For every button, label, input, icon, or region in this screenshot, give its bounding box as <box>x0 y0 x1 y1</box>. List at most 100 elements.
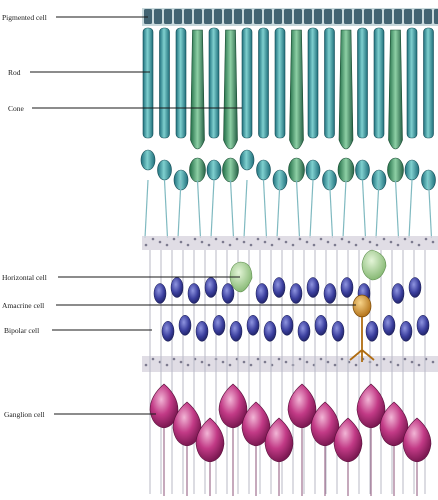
synapse-dot <box>355 244 358 247</box>
pigment-cell <box>294 9 302 24</box>
label-amacrine-cell: Amacrine cell <box>2 301 356 310</box>
label-cone: Cone <box>8 104 242 113</box>
synapse-dot <box>432 241 435 244</box>
label-bipolar-text: Bipolar cell <box>4 326 39 335</box>
rod-cell <box>242 28 252 138</box>
rod-cell-nucleus <box>240 150 254 170</box>
photoreceptor-fiber <box>363 180 366 238</box>
photoreceptor-fiber <box>343 180 346 238</box>
bipolar-cell <box>298 321 310 341</box>
pigment-cell <box>254 9 262 24</box>
pigment-cell <box>374 9 382 24</box>
synapse-dot <box>264 361 267 364</box>
pigment-cell <box>204 9 212 24</box>
synapse-dot <box>432 361 435 364</box>
photoreceptor-fiber <box>165 180 168 238</box>
label-horizontal-text: Horizontal cell <box>2 273 47 282</box>
photoreceptor-fiber <box>264 180 267 238</box>
synapse-dot <box>341 238 344 241</box>
cone-cell-nucleus <box>223 158 239 182</box>
synapse-dot <box>250 244 253 247</box>
bipolar-cell <box>290 283 302 303</box>
bipolar-cell <box>154 283 166 303</box>
synapse-dot <box>348 241 351 244</box>
synapse-dot <box>208 364 211 367</box>
synapse-dot <box>418 244 421 247</box>
pigment-cell <box>364 9 372 24</box>
pigment-cell <box>334 9 342 24</box>
pigment-cell <box>244 9 252 24</box>
synapse-dot <box>166 244 169 247</box>
plexiform-band <box>142 236 438 250</box>
photoreceptor-fiber <box>231 180 234 238</box>
synapse-dot <box>145 244 148 247</box>
rod-cell-nucleus <box>158 160 172 180</box>
rod-cell <box>308 28 318 138</box>
bipolar-cell <box>196 321 208 341</box>
rod-cell <box>259 28 269 138</box>
label-cone-text: Cone <box>8 104 25 113</box>
rod-cell <box>209 28 219 138</box>
cone-cell <box>389 30 403 149</box>
bipolar-cell <box>392 283 404 303</box>
pigment-cell <box>404 9 412 24</box>
pigment-cell <box>304 9 312 24</box>
bipolar-cell <box>324 283 336 303</box>
synapse-dot <box>201 241 204 244</box>
synapse-dot <box>285 241 288 244</box>
bipolar-cell <box>315 315 327 335</box>
photoreceptor-fiber <box>396 180 399 238</box>
bipolar-cell <box>383 315 395 335</box>
synapse-dot <box>152 358 155 361</box>
synapse-dot <box>376 364 379 367</box>
label-horizontal-cell: Horizontal cell <box>2 273 240 282</box>
synapse-dot <box>397 244 400 247</box>
horizontal-cell <box>362 250 386 280</box>
pigment-cell <box>434 9 438 24</box>
rod-cell-nucleus <box>141 150 155 170</box>
synaptic-bands <box>142 236 438 372</box>
label-rod-text: Rod <box>8 68 21 77</box>
synapse-dot <box>285 361 288 364</box>
synapse-dot <box>187 244 190 247</box>
synapse-dot <box>215 238 218 241</box>
cone-cell-nucleus <box>289 158 305 182</box>
bipolar-cell <box>409 277 421 297</box>
label-rod: Rod <box>8 68 150 77</box>
label-pigmented-text: Pigmented cell <box>2 13 47 22</box>
synapse-dot <box>313 244 316 247</box>
photoreceptor-fiber <box>145 180 148 238</box>
rod-cell <box>325 28 335 138</box>
pigment-cell <box>184 9 192 24</box>
synapse-dot <box>425 238 428 241</box>
cone-cell-nucleus <box>338 158 354 182</box>
rod-cell <box>176 28 186 138</box>
synapse-dot <box>271 244 274 247</box>
synapse-dot <box>173 238 176 241</box>
synapse-dot <box>306 361 309 364</box>
label-amacrine-text: Amacrine cell <box>2 301 44 310</box>
cone-cell <box>191 30 205 149</box>
synapse-dot <box>222 241 225 244</box>
synapse-dot <box>334 364 337 367</box>
rod-cell <box>374 28 384 138</box>
rod-cell <box>358 28 368 138</box>
cone-cell <box>224 30 238 149</box>
synapse-dot <box>152 238 155 241</box>
synapse-dot <box>369 241 372 244</box>
bipolar-cell <box>400 321 412 341</box>
bipolar-cell <box>264 321 276 341</box>
bipolar-cell <box>341 277 353 297</box>
synapse-dot <box>194 238 197 241</box>
synapse-dot <box>278 238 281 241</box>
rod-cell <box>407 28 417 138</box>
bipolar-cell <box>222 283 234 303</box>
pigment-cell <box>414 9 422 24</box>
synapse-dot <box>411 361 414 364</box>
synapse-dot <box>159 241 162 244</box>
synapse-dot <box>362 238 365 241</box>
synapse-dot <box>390 241 393 244</box>
cone-cell-nucleus <box>388 158 404 182</box>
bipolar-cell <box>332 321 344 341</box>
